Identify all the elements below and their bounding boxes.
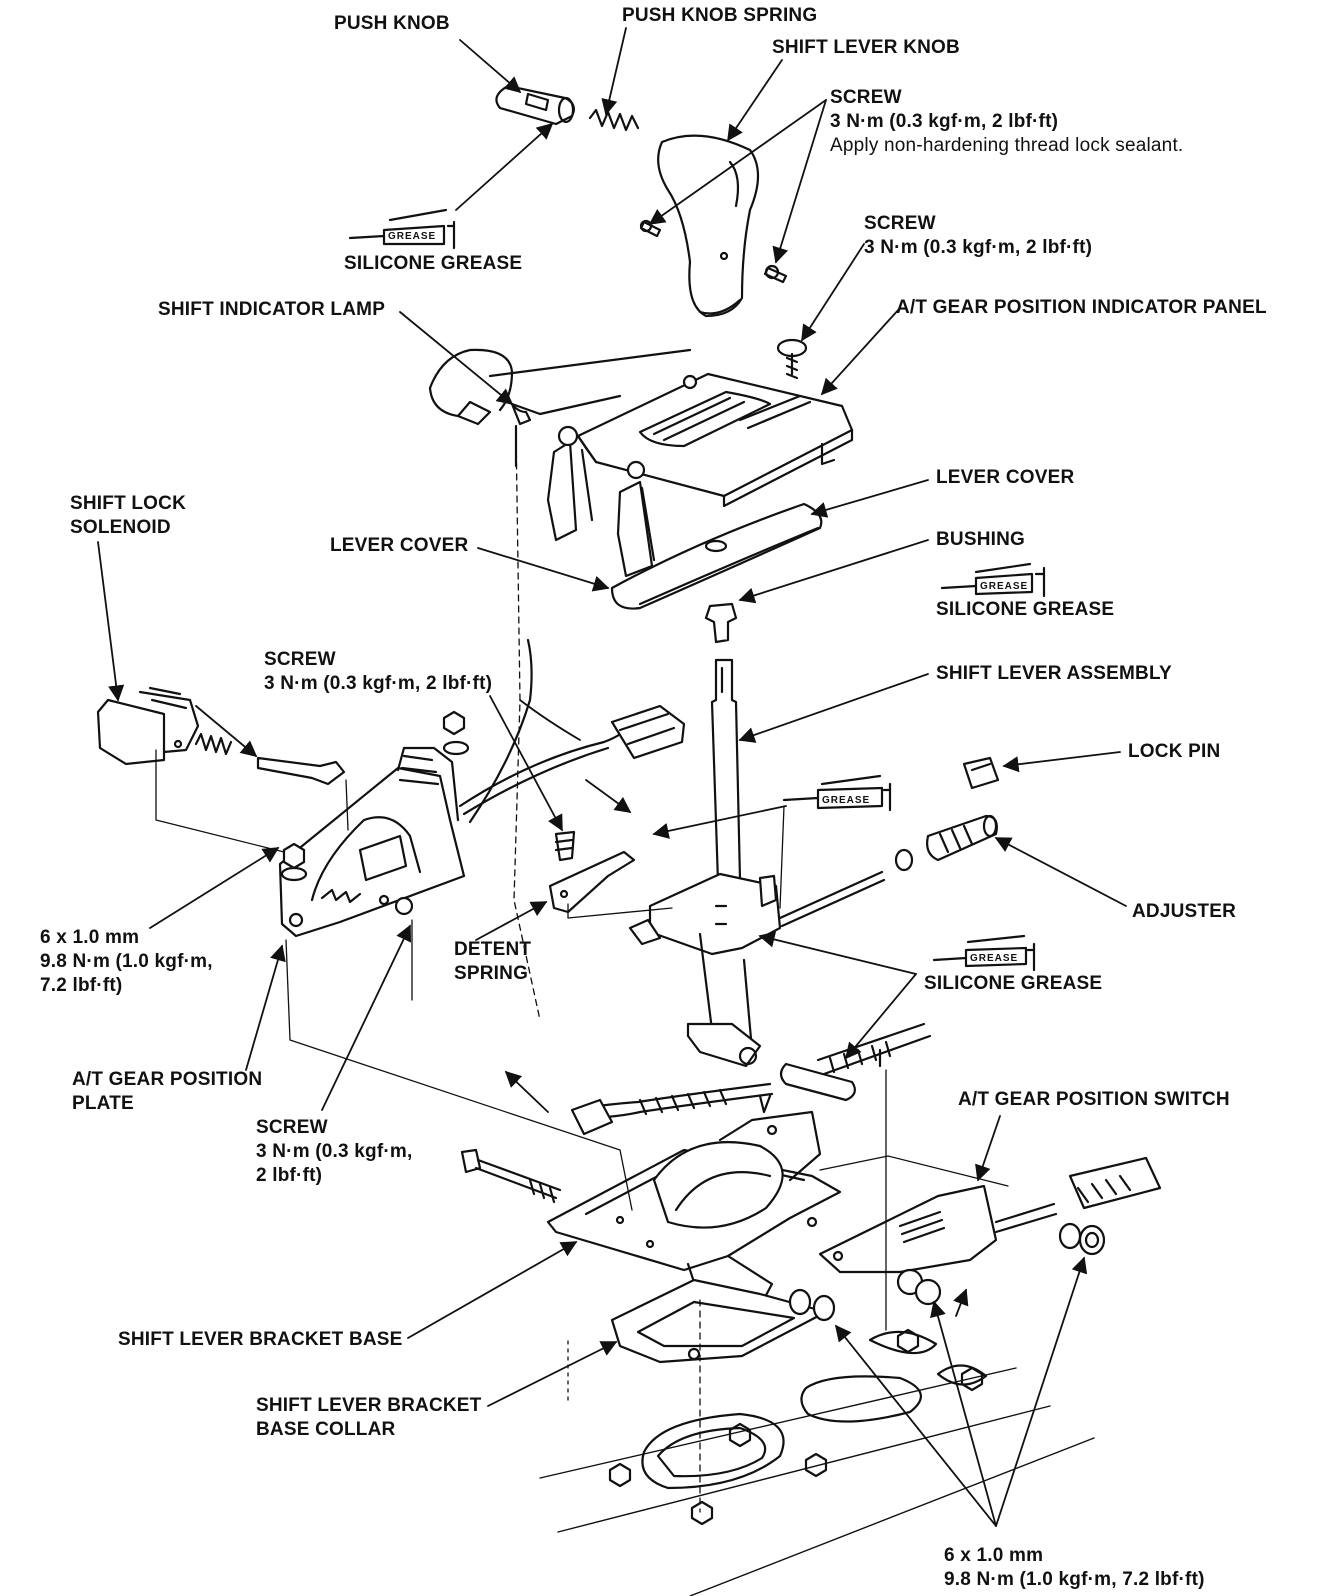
panel-screw	[776, 338, 808, 380]
label-push-knob-spring: PUSH KNOB SPRING	[622, 5, 818, 26]
label-gear-position-plate: A/T GEAR POSITION PLATE	[72, 1068, 262, 1116]
shift-lever-knob	[657, 134, 760, 318]
solenoid-harness	[458, 638, 686, 824]
label-lever-cover-right: LEVER COVER	[936, 467, 1075, 488]
label-silicone-grease-top: SILICONE GREASE	[344, 253, 523, 274]
grease-tube-top	[348, 208, 456, 250]
knob-screw-left	[639, 219, 662, 238]
bracket-base-collar	[610, 1278, 828, 1364]
label-screw-knob: SCREW 3 N·m (0.3 kgf·m, 2 lbf·ft) Apply …	[830, 86, 1183, 158]
detent-spring-line-2: SPRING	[454, 963, 529, 984]
screw-knob-title: SCREW	[830, 87, 902, 108]
screw-solenoid-torque: 3 N·m (0.3 kgf·m, 2 lbf·ft)	[264, 673, 493, 694]
label-gear-position-switch: A/T GEAR POSITION SWITCH	[958, 1089, 1230, 1110]
bracket-bolt	[460, 1148, 562, 1204]
knob-screw-right	[763, 264, 788, 284]
gear-position-switch	[818, 1156, 1162, 1274]
collar-nut-a	[896, 1268, 942, 1306]
label-bracket-base: SHIFT LEVER BRACKET BASE	[118, 1329, 403, 1350]
screw-plate-line-3: 2 lbf·ft)	[256, 1165, 323, 1186]
screw-solenoid-title: SCREW	[264, 649, 336, 670]
shift-lever-bracket-base	[546, 1110, 842, 1316]
screw-panel-title: SCREW	[864, 213, 936, 234]
shift-lock-solenoid-line-1: SHIFT LOCK	[70, 493, 186, 514]
label-shift-indicator-lamp: SHIFT INDICATOR LAMP	[158, 299, 386, 320]
label-screw-panel: SCREW 3 N·m (0.3 kgf·m, 2 lbf·ft)	[864, 212, 1092, 260]
bolt-plate-line-2: 9.8 N·m (1.0 kgf·m,	[40, 951, 213, 972]
gear-position-plate-line-2: PLATE	[72, 1093, 134, 1114]
label-bolt-bottom: 6 x 1.0 mm 9.8 N·m (1.0 kgf·m, 7.2 lbf·f…	[944, 1544, 1205, 1592]
grease-tube-top-label: GREASE	[388, 231, 436, 242]
plate-nut	[280, 842, 308, 882]
detent-spring	[548, 850, 636, 914]
indicator-lamp-wire	[428, 348, 692, 468]
main-harness	[570, 1022, 932, 1136]
screw-knob-note: Apply non-hardening thread lock sealant.	[830, 135, 1184, 156]
grease-tube-lever	[782, 774, 892, 812]
switch-washer	[1058, 1222, 1082, 1250]
assembly-guides	[155, 429, 1009, 1513]
detent-screw	[554, 830, 576, 862]
lever-cover	[610, 502, 823, 610]
gear-position-plate-line-1: A/T GEAR POSITION	[72, 1069, 263, 1090]
label-lever-cover-left: LEVER COVER	[330, 535, 469, 556]
screw-knob-torque: 3 N·m (0.3 kgf·m, 2 lbf·ft)	[830, 111, 1059, 132]
cover-screw-small	[442, 710, 470, 756]
shift-lock-solenoid-line-2: SOLENOID	[70, 517, 171, 538]
label-screw-plate: SCREW 3 N·m (0.3 kgf·m, 2 lbf·ft)	[256, 1116, 413, 1188]
screw-panel-torque: 3 N·m (0.3 kgf·m, 2 lbf·ft)	[864, 237, 1093, 258]
push-knob-spring	[588, 108, 640, 132]
label-shift-lever-assembly: SHIFT LEVER ASSEMBLY	[936, 663, 1172, 684]
adjuster	[926, 814, 998, 862]
label-push-knob: PUSH KNOB	[334, 13, 450, 34]
label-bracket-base-collar: SHIFT LEVER BRACKET BASE COLLAR	[256, 1394, 481, 1442]
grease-tube-bushing-label: GREASE	[980, 581, 1028, 592]
label-bolt-plate: 6 x 1.0 mm 9.8 N·m (1.0 kgf·m, 7.2 lbf·f…	[40, 926, 213, 998]
leader-lines	[97, 27, 1127, 1527]
label-shift-lever-knob: SHIFT LEVER KNOB	[772, 37, 960, 58]
screw-plate-line-1: SCREW	[256, 1117, 328, 1138]
shift-lever-assembly	[628, 658, 782, 1068]
adjuster-nut	[894, 848, 914, 872]
label-lock-pin: LOCK PIN	[1128, 741, 1221, 762]
bolt-plate-line-1: 6 x 1.0 mm	[40, 927, 140, 948]
label-gear-position-indicator-panel: A/T GEAR POSITION INDICATOR PANEL	[896, 297, 1267, 318]
grease-tube-right-label: GREASE	[970, 953, 1018, 964]
label-silicone-grease-bushing: SILICONE GREASE	[936, 599, 1115, 620]
solenoid-spring	[194, 732, 233, 756]
solenoid-plunger	[256, 756, 346, 786]
shift-cable-rod	[778, 870, 886, 928]
grease-tube-right	[932, 934, 1036, 972]
label-screw-solenoid: SCREW 3 N·m (0.3 kgf·m, 2 lbf·ft)	[264, 648, 492, 696]
label-detent-spring: DETENT SPRING	[454, 938, 531, 986]
grease-tube-lever-label: GREASE	[822, 795, 870, 806]
grease-tube-bushing	[940, 562, 1046, 598]
bolt-plate-line-3: 7.2 lbf·ft)	[40, 975, 123, 996]
label-shift-lock-solenoid: SHIFT LOCK SOLENOID	[70, 492, 186, 540]
detent-spring-line-1: DETENT	[454, 939, 532, 960]
bracket-base-collar-line-2: BASE COLLAR	[256, 1419, 396, 1440]
indicator-panel	[546, 372, 854, 578]
bracket-base-collar-line-1: SHIFT LEVER BRACKET	[256, 1395, 482, 1416]
label-adjuster: ADJUSTER	[1132, 901, 1237, 922]
shift-lock-solenoid	[96, 686, 200, 766]
bushing	[704, 602, 738, 644]
bolt-bottom-line-1: 6 x 1.0 mm	[944, 1545, 1044, 1566]
collar-nut-b	[788, 1288, 836, 1322]
label-silicone-grease-right: SILICONE GREASE	[924, 973, 1103, 994]
switch-nut	[1078, 1224, 1106, 1256]
gear-position-plate	[278, 746, 466, 938]
lock-pin	[962, 756, 1000, 790]
push-knob	[495, 84, 575, 126]
label-bushing: BUSHING	[936, 529, 1026, 550]
bolt-bottom-line-2: 9.8 N·m (1.0 kgf·m, 7.2 lbf·ft)	[944, 1569, 1205, 1590]
screw-plate-line-2: 3 N·m (0.3 kgf·m,	[256, 1141, 413, 1162]
